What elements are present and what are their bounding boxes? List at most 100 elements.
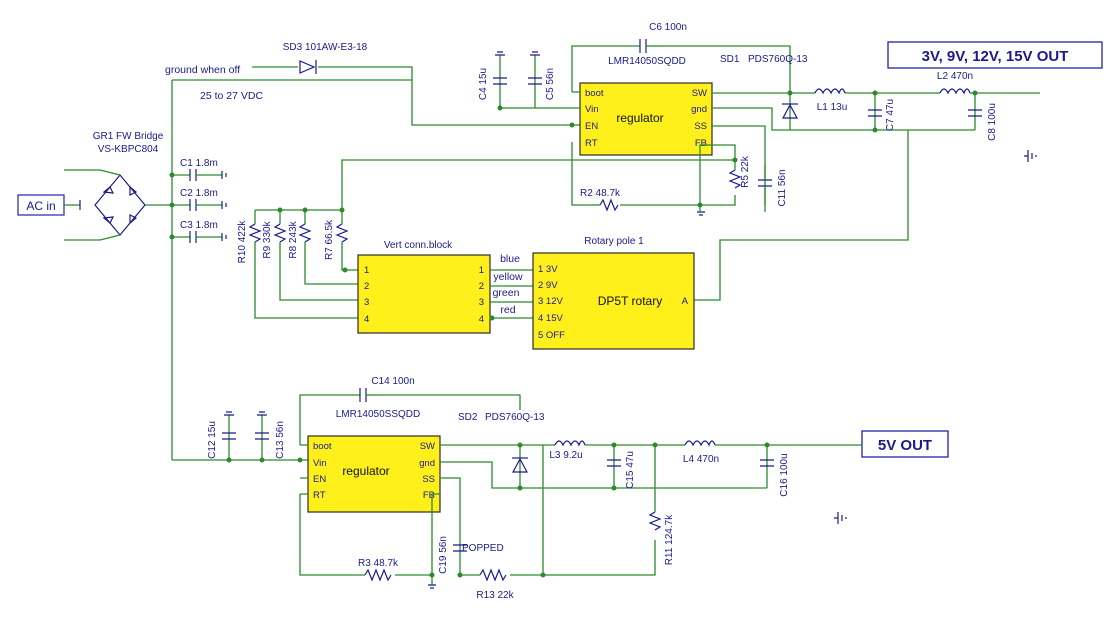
svg-text:R2 48.7k: R2 48.7k <box>580 188 621 199</box>
output-filter-top: L1 13u L2 470n C7 47u C8 100u <box>694 71 1040 301</box>
svg-text:FB: FB <box>695 138 707 149</box>
vdc-label: 25 to 27 VDC <box>200 90 263 102</box>
svg-text:3 12V: 3 12V <box>538 296 563 307</box>
bridge-rectifier <box>94 174 146 236</box>
resistor-ladder: R10 422k R9 330k R8 243k R7 66.5k <box>237 207 358 319</box>
svg-text:blue: blue <box>500 253 520 265</box>
svg-text:Vin: Vin <box>585 104 599 115</box>
feedback-network-bottom: R3 48.7k C19 56n POPPED R13 22k <box>358 536 515 601</box>
svg-text:AC in: AC in <box>26 199 55 213</box>
svg-text:R3 48.7k: R3 48.7k <box>358 558 399 569</box>
svg-text:Rotary pole 1: Rotary pole 1 <box>584 236 644 247</box>
svg-text:C15 47u: C15 47u <box>625 451 636 489</box>
vert-conn-block: Vert conn.block 1 2 3 4 1 2 3 4 <box>342 240 495 334</box>
regulator-top: LMR14050SQDD regulator boot Vin EN RT SW… <box>579 56 713 156</box>
svg-text:R13 22k: R13 22k <box>476 590 514 601</box>
svg-text:C11 56n: C11 56n <box>777 169 788 206</box>
svg-text:PDS760Q-13: PDS760Q-13 <box>748 54 808 65</box>
svg-text:yellow: yellow <box>493 271 523 283</box>
sd2-schottky: SD2 PDS760Q-13 <box>458 412 545 491</box>
output-label-high: 3V, 9V, 12V, 15V OUT <box>887 41 1103 69</box>
svg-text:R5 22k: R5 22k <box>740 155 751 188</box>
svg-text:C2 1.8m: C2 1.8m <box>180 188 218 199</box>
svg-text:LMR14050SQDD: LMR14050SQDD <box>608 56 686 67</box>
ac-bridge-section: GR1 FW Bridge VS-KBPC804 <box>64 131 172 241</box>
svg-text:2: 2 <box>364 281 369 292</box>
svg-text:EN: EN <box>585 121 598 132</box>
svg-text:R7 66.5k: R7 66.5k <box>324 219 335 260</box>
svg-text:C5 56n: C5 56n <box>545 68 556 100</box>
svg-text:3: 3 <box>479 297 484 308</box>
bridge-name: GR1 FW Bridge <box>93 131 164 142</box>
svg-text:SS: SS <box>422 474 435 485</box>
ground-when-off-label: ground when off <box>165 64 240 76</box>
svg-text:3: 3 <box>364 297 369 308</box>
svg-text:3V, 9V, 12V, 15V OUT: 3V, 9V, 12V, 15V OUT <box>922 48 1069 65</box>
svg-text:FB: FB <box>423 490 435 501</box>
dp5t-rotary: Rotary pole 1 DP5T rotary 1 3V 2 9V 3 12… <box>532 236 695 350</box>
svg-text:EN: EN <box>313 474 326 485</box>
svg-text:LMR14050SSQDD: LMR14050SSQDD <box>336 409 420 420</box>
svg-text:C3 1.8m: C3 1.8m <box>180 220 218 231</box>
svg-text:green: green <box>493 287 520 299</box>
svg-text:4: 4 <box>364 314 369 325</box>
svg-text:5V OUT: 5V OUT <box>878 437 932 454</box>
svg-text:2: 2 <box>479 281 484 292</box>
svg-text:boot: boot <box>313 441 332 452</box>
svg-text:R8 243k: R8 243k <box>288 220 299 258</box>
svg-text:gnd: gnd <box>419 458 435 469</box>
svg-text:L4 470n: L4 470n <box>683 454 719 465</box>
svg-text:C19 56n: C19 56n <box>438 536 449 574</box>
svg-text:RT: RT <box>313 490 326 501</box>
svg-text:SD2: SD2 <box>458 412 478 423</box>
bulk-capacitors: C1 1.8m C2 1.8m C3 1.8m <box>172 158 227 243</box>
sd3-diode: ground when off SD3 101AW-E3-18 25 to 27… <box>165 42 413 102</box>
svg-text:RT: RT <box>585 138 598 149</box>
regulator-bottom: LMR14050SSQDD regulator boot Vin EN RT S… <box>307 409 441 513</box>
svg-text:gnd: gnd <box>691 104 707 115</box>
svg-text:R10 422k: R10 422k <box>237 220 248 264</box>
svg-text:4: 4 <box>479 314 484 325</box>
output-filter-bottom: L3 9.2u L4 470n C15 47u C16 100u R11 124… <box>540 440 862 578</box>
svg-text:regulator: regulator <box>342 464 389 478</box>
ac-in-label: AC in <box>17 194 65 216</box>
svg-text:Vin: Vin <box>313 458 327 469</box>
popped-label: POPPED <box>462 543 504 554</box>
svg-text:L2 470n: L2 470n <box>937 71 973 82</box>
svg-text:C6 100n: C6 100n <box>649 22 687 33</box>
input-capacitors-top: C4 15u C5 56n <box>478 51 556 108</box>
sd1-schottky: SD1 PDS760Q-13 <box>720 54 808 130</box>
svg-text:1: 1 <box>479 265 484 276</box>
svg-text:SD3 101AW-E3-18: SD3 101AW-E3-18 <box>283 42 368 53</box>
svg-text:L1 13u: L1 13u <box>817 102 848 113</box>
svg-text:A: A <box>682 296 689 307</box>
svg-text:C13 56n: C13 56n <box>275 421 286 459</box>
svg-text:C1 1.8m: C1 1.8m <box>180 158 218 169</box>
svg-text:Vert conn.block: Vert conn.block <box>384 240 453 251</box>
svg-text:C14 100n: C14 100n <box>371 376 414 387</box>
svg-text:SD1: SD1 <box>720 54 740 65</box>
svg-text:boot: boot <box>585 88 604 99</box>
svg-text:SW: SW <box>692 88 707 99</box>
svg-text:C12 15u: C12 15u <box>207 421 218 459</box>
svg-text:regulator: regulator <box>616 111 663 125</box>
svg-text:SW: SW <box>420 441 435 452</box>
svg-text:L3 9.2u: L3 9.2u <box>549 450 582 461</box>
svg-text:red: red <box>500 304 515 316</box>
svg-text:R11 124.7k: R11 124.7k <box>664 514 675 565</box>
wire-colors: blue yellow green red <box>490 253 533 319</box>
svg-text:SS: SS <box>694 121 707 132</box>
svg-text:2 9V: 2 9V <box>538 280 558 291</box>
svg-text:1: 1 <box>364 265 369 276</box>
svg-text:C4 15u: C4 15u <box>478 68 489 100</box>
svg-text:C16 100u: C16 100u <box>779 453 790 496</box>
bridge-part: VS-KBPC804 <box>98 144 159 155</box>
svg-text:4 15V: 4 15V <box>538 313 563 324</box>
output-label-low: 5V OUT <box>861 430 949 458</box>
svg-text:R9 330k: R9 330k <box>262 220 273 258</box>
input-capacitors-bottom: C12 15u C13 56n <box>207 411 286 460</box>
svg-text:PDS760Q-13: PDS760Q-13 <box>485 412 545 423</box>
svg-text:C8 100u: C8 100u <box>987 103 998 141</box>
svg-text:DP5T rotary: DP5T rotary <box>598 294 662 308</box>
